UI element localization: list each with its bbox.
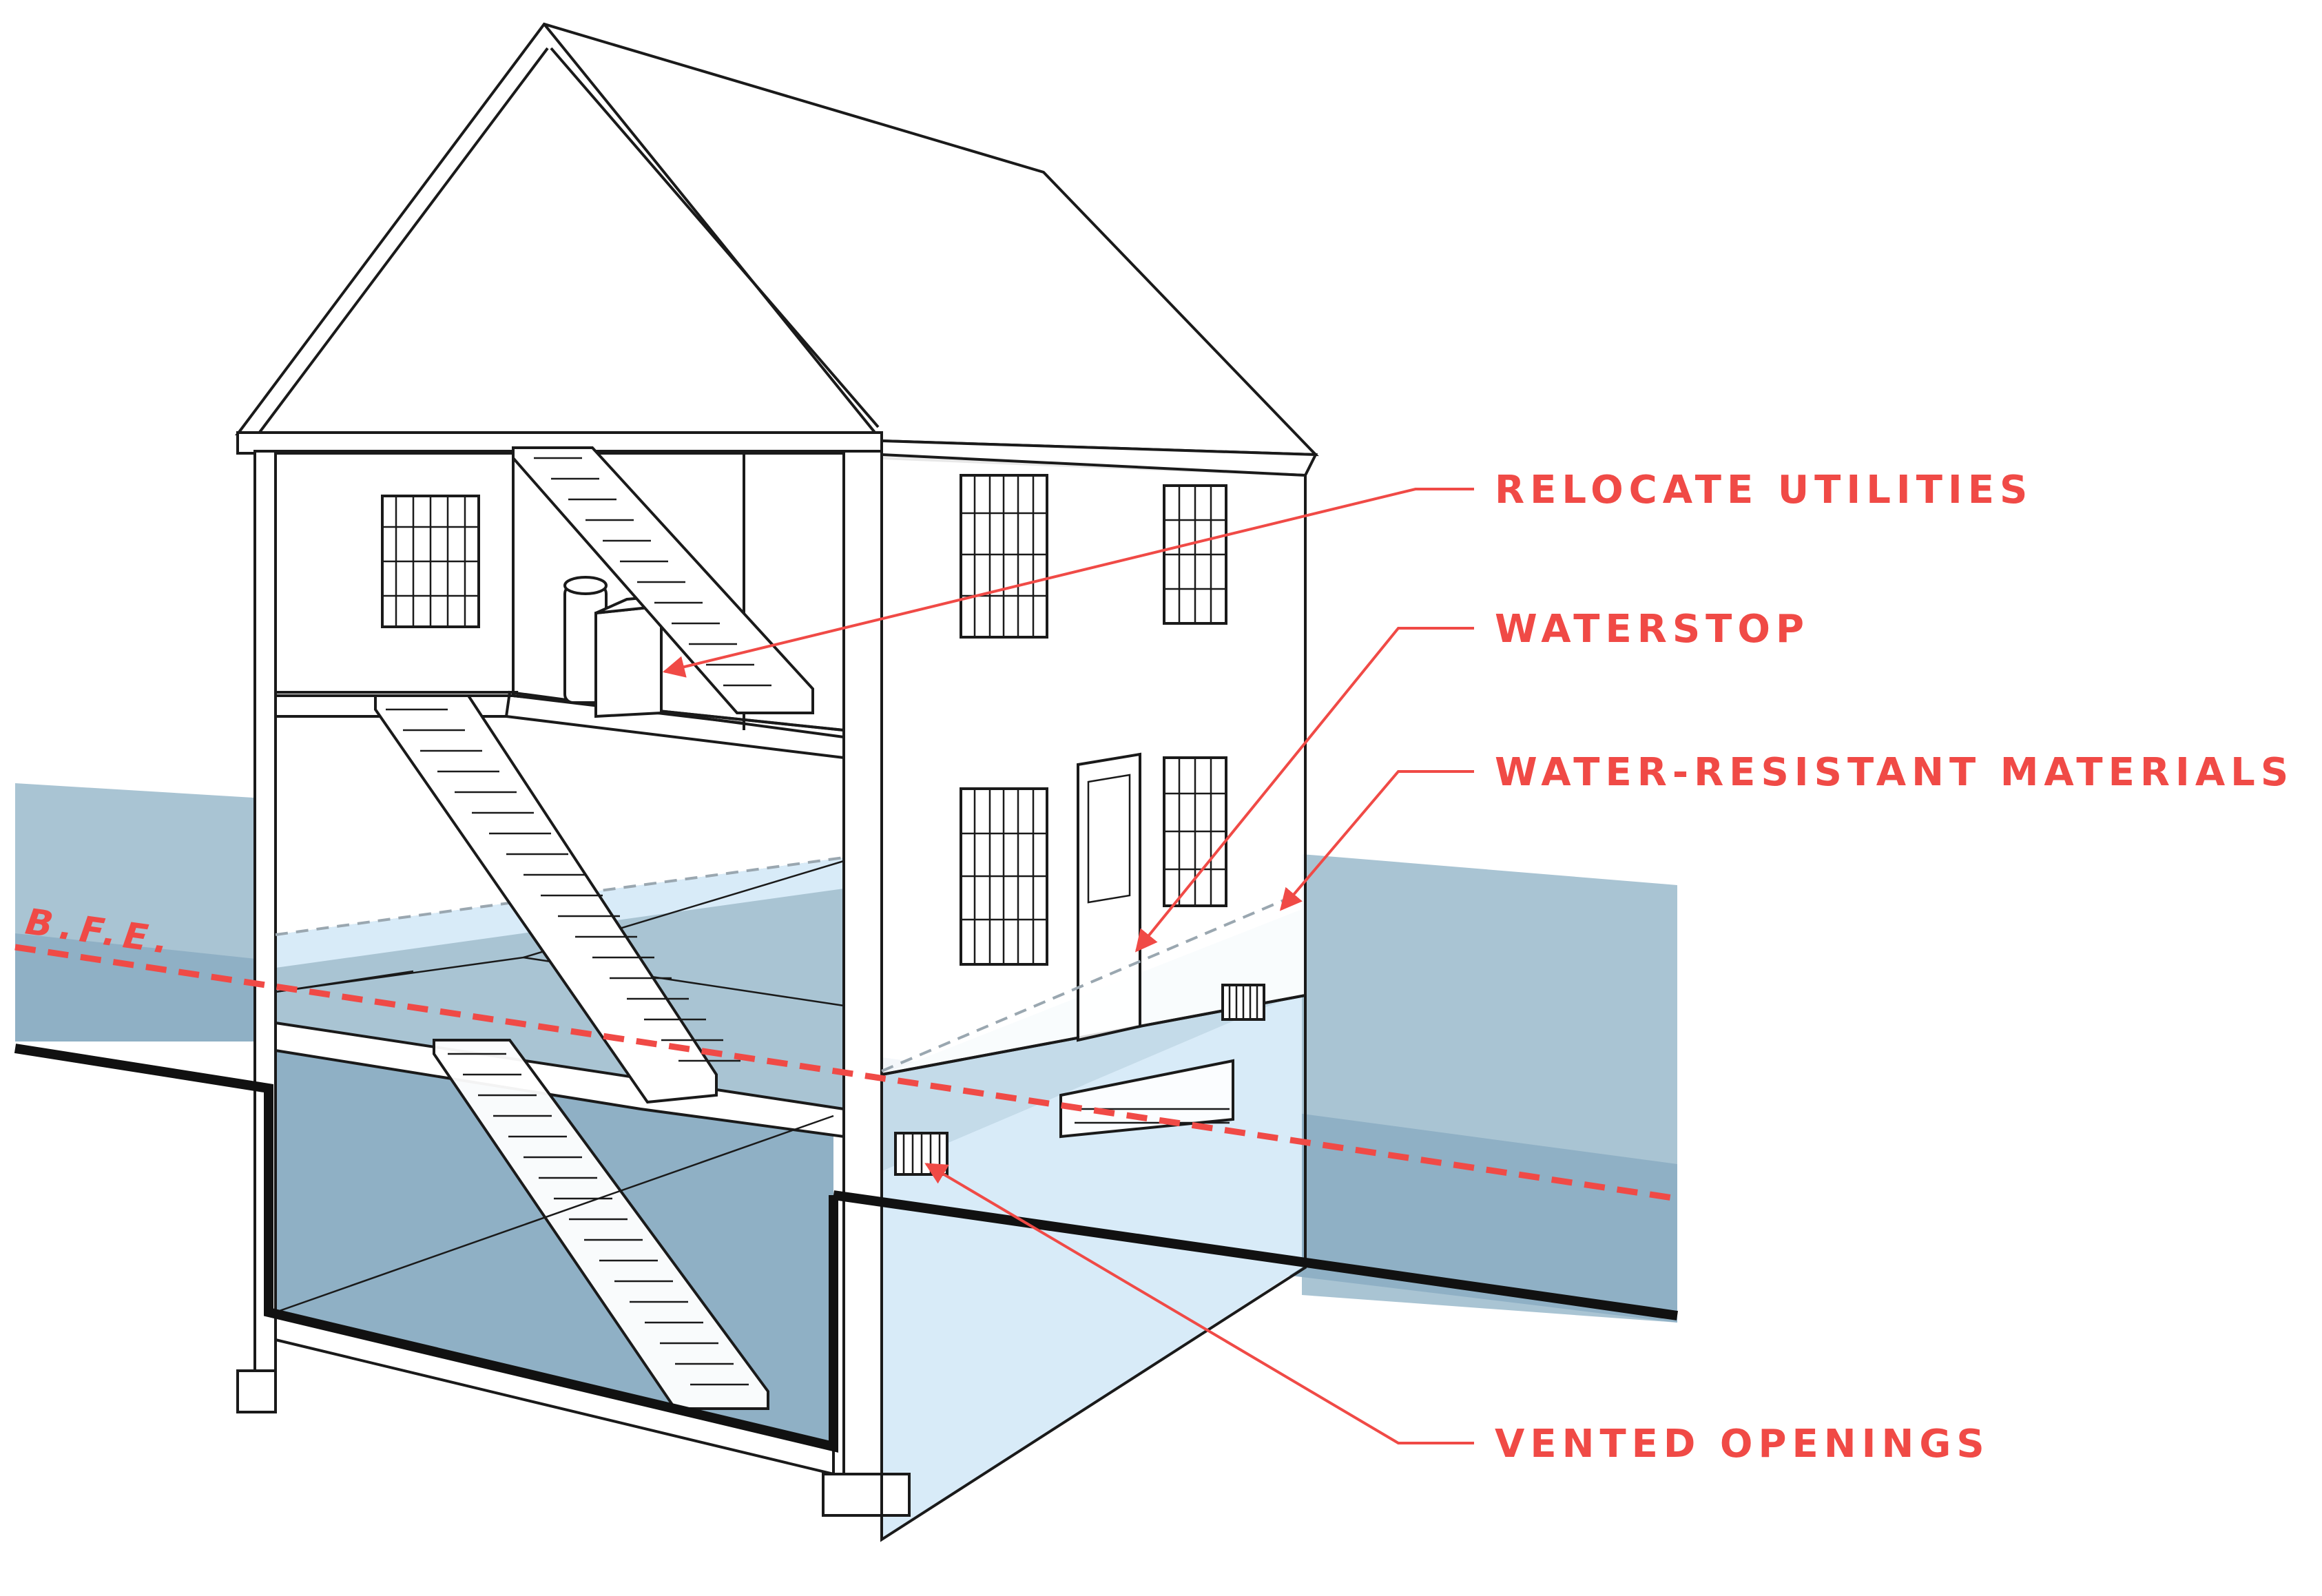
ground-line-left (14, 1044, 838, 1453)
window-side-lower-2 (1163, 756, 1227, 907)
callout-water-resistant-materials: WATER-RESISTANT MATERIALS (1495, 750, 2294, 795)
water-resistant-line (881, 894, 1296, 1072)
window-side-upper-1 (960, 474, 1048, 639)
window-upper-left (381, 495, 480, 628)
main-stairs (374, 694, 740, 1104)
flood-water-left (15, 783, 276, 1041)
roof (235, 22, 1319, 477)
bfe-line (14, 944, 1678, 1202)
attic-stairs (512, 446, 814, 714)
callout-vented-openings: VENTED OPENINGS (1495, 1422, 1990, 1467)
window-side-lower-1 (960, 787, 1048, 966)
leader-water-resistant (1279, 770, 1474, 911)
callout-waterstop: WATERSTOP (1495, 607, 1810, 652)
leader-vented-openings (924, 1163, 1474, 1444)
side-door (1077, 752, 1141, 1042)
callout-relocate-utilities: RELOCATE UTILITIES (1495, 468, 2033, 512)
callout-leaders (662, 488, 1474, 1444)
entry-steps (1059, 1059, 1234, 1139)
vent-right (1221, 984, 1265, 1021)
ground-line-right (833, 1190, 1678, 1320)
basement-stairs (275, 1039, 834, 1410)
vent-left (894, 1132, 949, 1176)
window-side-upper-2 (1163, 484, 1227, 625)
leader-relocate-utilities (662, 488, 1474, 678)
leader-waterstop (1134, 627, 1474, 953)
